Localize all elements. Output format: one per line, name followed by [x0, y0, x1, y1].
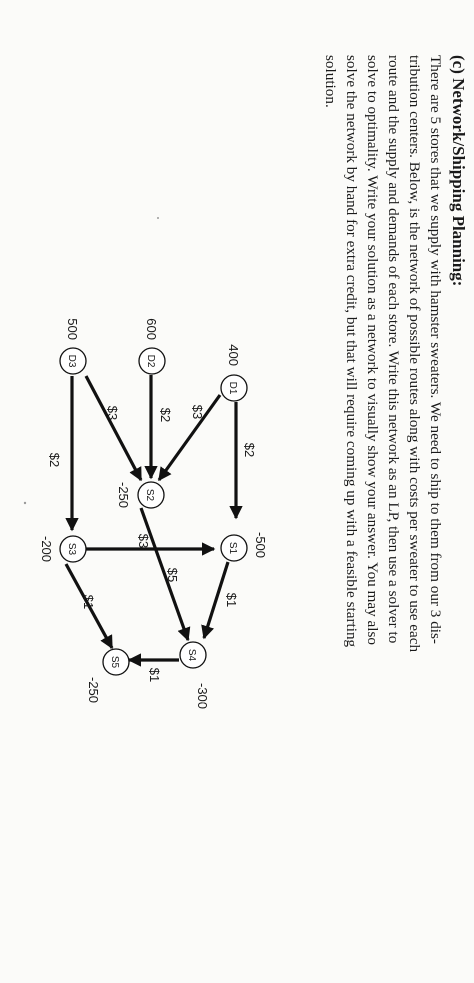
node-circle: [220, 534, 248, 562]
paragraph-line: tribution centers. Below, is the network…: [406, 55, 423, 652]
node-label: D2: [145, 355, 156, 368]
cost-label: $3: [105, 406, 120, 420]
demand-value: -250: [116, 482, 131, 508]
cost-label: $1: [147, 668, 162, 682]
node-circle: [59, 347, 87, 375]
paragraph-line: solution.: [322, 55, 339, 108]
node-circle: [137, 481, 165, 509]
node-label: S2: [144, 489, 155, 502]
node-s1: S1 -500: [220, 532, 268, 562]
edge-d1-s2: [157, 394, 222, 482]
demand-value: -500: [253, 532, 268, 558]
node-d3: D3 500: [59, 318, 87, 375]
node-d2: D2 600: [138, 318, 166, 375]
node-circle: [59, 535, 87, 563]
node-label: S1: [227, 542, 238, 555]
node-label: S3: [66, 543, 77, 556]
node-circle: [102, 648, 130, 676]
node-s5: S5 -250: [86, 648, 130, 703]
node-label: D1: [227, 382, 238, 395]
node-d1: D1 400: [220, 344, 248, 402]
rotated-page: (c) Network/Shipping Planning: There are…: [23, 55, 468, 709]
network-diagram: $2 $3 $2 $3 $2 $3 $5 $1 $1 $1 D1 400 D2 …: [39, 318, 268, 709]
cost-label: $2: [242, 443, 257, 457]
node-circle: [179, 641, 207, 669]
node-label: D3: [66, 355, 77, 368]
speck: [202, 702, 204, 704]
paragraph-line: solve to optimality. Write your solution…: [364, 55, 381, 645]
paragraph-line: solve the network by hand for extra cred…: [343, 55, 360, 648]
node-s2: S2 -250: [116, 481, 165, 509]
cost-label: $1: [224, 593, 239, 607]
node-s3: S3 -200: [39, 535, 87, 563]
demand-value: -200: [39, 536, 54, 562]
node-s4: S4 -300: [179, 641, 210, 709]
supply-value: 600: [144, 318, 159, 340]
node-label: S5: [109, 656, 120, 669]
cost-label: $2: [158, 408, 173, 422]
edge-d3-s2: [84, 375, 143, 482]
cost-label: $3: [190, 405, 205, 419]
supply-value: 500: [65, 318, 80, 340]
demand-value: -250: [86, 677, 101, 703]
cost-label: $1: [81, 595, 96, 609]
node-circle: [138, 347, 166, 375]
supply-value: 400: [226, 344, 241, 366]
node-circle: [220, 374, 248, 402]
cost-label: $5: [165, 568, 180, 582]
problem-text: (c) Network/Shipping Planning: There are…: [322, 55, 468, 652]
section-heading: (c) Network/Shipping Planning:: [449, 55, 468, 286]
speck: [157, 217, 159, 219]
paragraph-line: There are 5 stores that we supply with h…: [427, 55, 444, 644]
edge-s1-s4: [201, 561, 230, 640]
demand-value: -300: [195, 683, 210, 709]
edges: [64, 375, 243, 667]
node-label: S4: [186, 649, 197, 662]
paragraph-line: route and the supply and demands of each…: [385, 55, 402, 644]
cost-label: $2: [47, 453, 62, 467]
edge-costs: $2 $3 $2 $3 $2 $3 $5 $1 $1 $1: [47, 405, 257, 682]
edge-s3-s5: [64, 563, 114, 650]
scan-specks: [23, 217, 204, 704]
cost-label: $3: [136, 534, 151, 548]
edge-s2-s4: [139, 507, 191, 642]
speck: [23, 501, 27, 505]
